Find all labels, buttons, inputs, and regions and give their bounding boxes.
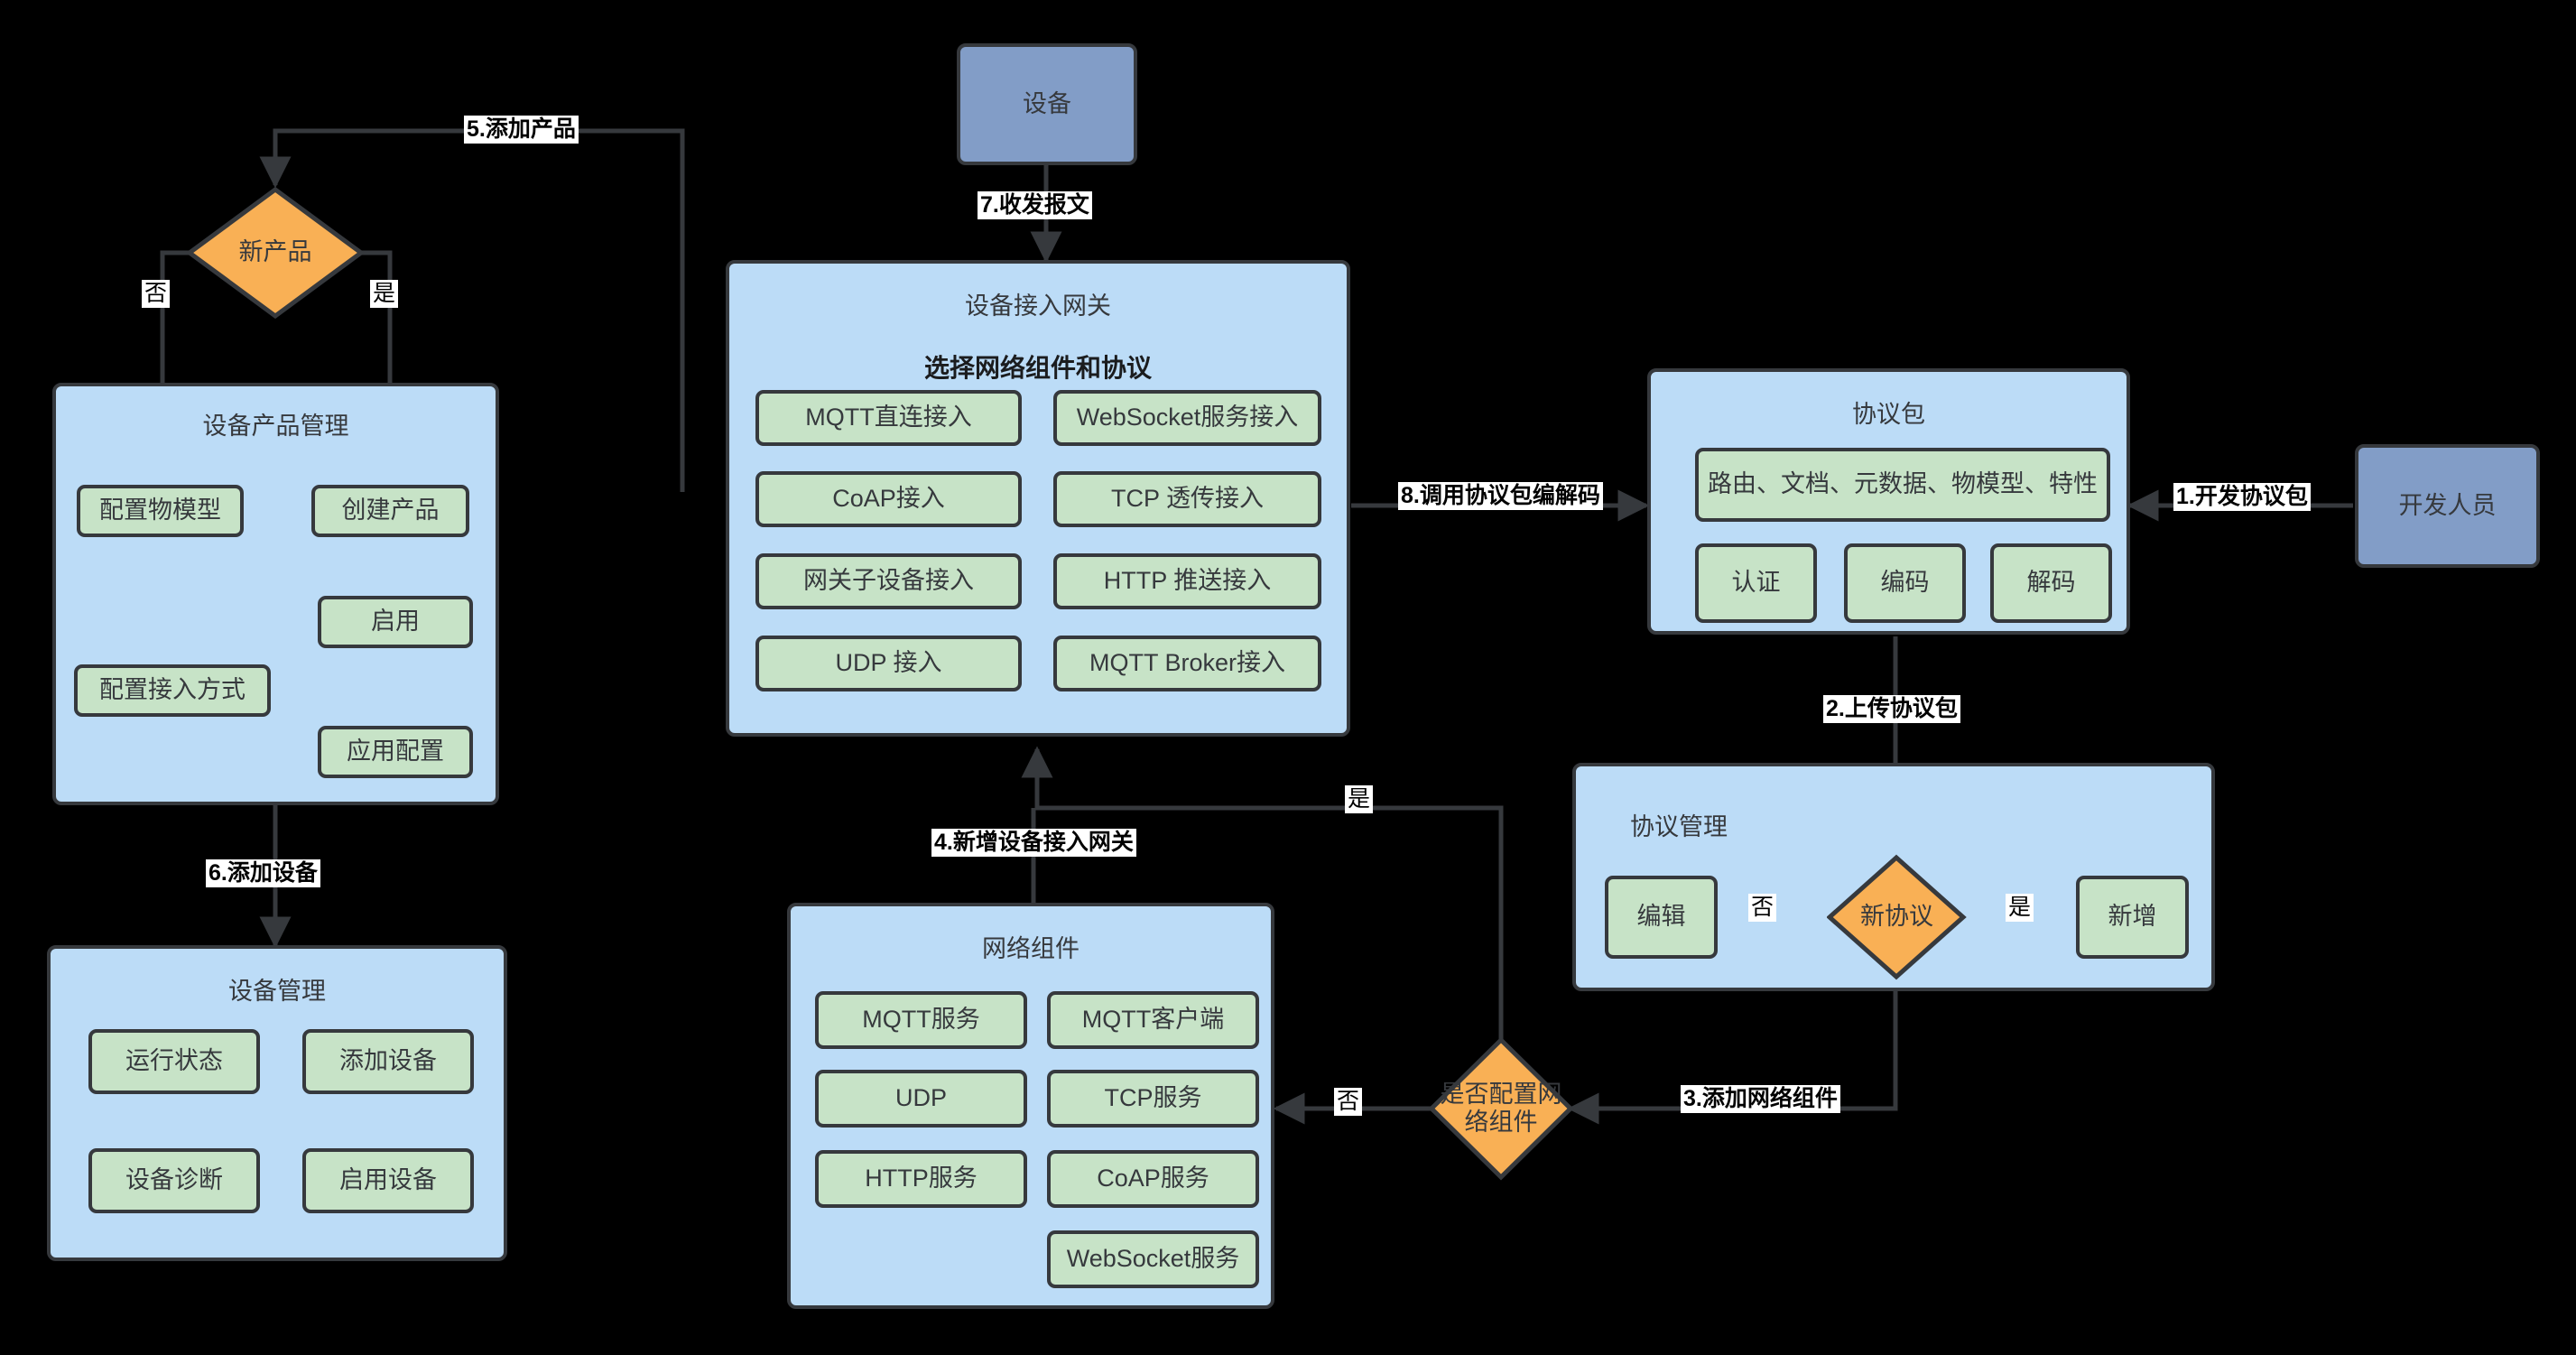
node-run-status-label: 运行状态 xyxy=(125,1047,223,1075)
node-mqtt-direct-label: MQTT直连接入 xyxy=(805,404,972,432)
decision-line-1: 是否配置网 xyxy=(1440,1080,1562,1108)
actor-developer[interactable]: 开发人员 xyxy=(2355,444,2540,568)
edge-label-step4: 4.新增设备接入网关 xyxy=(931,829,1136,857)
edge-label-no-protocol: 否 xyxy=(1748,894,1777,922)
edge-label-step3: 3.添加网络组件 xyxy=(1681,1085,1840,1113)
node-udp-label: UDP xyxy=(894,1084,947,1112)
edge-label-yes-protocol: 是 xyxy=(2006,894,2034,922)
diamond-shape xyxy=(185,186,366,320)
node-config-thing-model[interactable]: 配置物模型 xyxy=(77,485,244,537)
node-enable-device[interactable]: 启用设备 xyxy=(302,1148,474,1213)
edge-label-step7: 7.收发报文 xyxy=(978,191,1092,219)
edge-label-step1: 1.开发协议包 xyxy=(2173,483,2311,511)
node-mqtt-service-label: MQTT服务 xyxy=(862,1006,980,1034)
node-apply-config[interactable]: 应用配置 xyxy=(318,726,473,778)
decision-config-network-components[interactable]: 是否配置网 络组件 xyxy=(1428,1036,1574,1181)
diamond-shape xyxy=(1428,1036,1574,1181)
decision-config-network-components-label: 是否配置网 络组件 xyxy=(1441,1081,1562,1137)
node-config-access-mode[interactable]: 配置接入方式 xyxy=(74,664,271,717)
decision-new-protocol[interactable]: 新协议 xyxy=(1827,854,1967,980)
node-websocket-access-label: WebSocket服务接入 xyxy=(1076,404,1299,432)
node-websocket-service-label: WebSocket服务 xyxy=(1066,1245,1240,1273)
node-tcp-passthrough-label: TCP 透传接入 xyxy=(1110,485,1264,513)
node-enable-label: 启用 xyxy=(371,608,420,636)
edge-label-step2: 2.上传协议包 xyxy=(1823,695,1960,723)
node-edit[interactable]: 编辑 xyxy=(1605,876,1718,959)
edge-label-step6: 6.添加设备 xyxy=(206,859,320,887)
node-decode[interactable]: 解码 xyxy=(1990,543,2112,623)
node-http-push-label: HTTP 推送接入 xyxy=(1103,567,1272,595)
node-auth-label: 认证 xyxy=(1731,569,1781,597)
node-websocket-service[interactable]: WebSocket服务 xyxy=(1047,1230,1259,1288)
node-add-device-label: 添加设备 xyxy=(339,1047,437,1075)
node-udp-access-label: UDP 接入 xyxy=(835,649,942,677)
node-tcp-service-label: TCP服务 xyxy=(1104,1084,1202,1112)
node-gateway-subdevice[interactable]: 网关子设备接入 xyxy=(755,553,1022,609)
node-coap-service-label: CoAP服务 xyxy=(1097,1165,1209,1193)
node-enable[interactable]: 启用 xyxy=(318,596,473,648)
node-http-service-label: HTTP服务 xyxy=(865,1165,978,1193)
node-mqtt-broker-label: MQTT Broker接入 xyxy=(1089,649,1285,677)
node-routing-docs[interactable]: 路由、文档、元数据、物模型、特性 xyxy=(1695,448,2110,522)
group-device-management-title: 设备管理 xyxy=(228,978,326,1005)
edge-label-step5: 5.添加产品 xyxy=(464,116,579,144)
node-websocket-access[interactable]: WebSocket服务接入 xyxy=(1053,390,1321,446)
edge-label-yes-netcomp: 是 xyxy=(1345,785,1374,813)
node-enable-device-label: 启用设备 xyxy=(339,1166,437,1194)
node-auth[interactable]: 认证 xyxy=(1695,543,1817,623)
decision-line-2: 络组件 xyxy=(1464,1109,1538,1136)
group-device-access-gateway-title: 设备接入网关 xyxy=(965,292,1111,320)
actor-device[interactable]: 设备 xyxy=(957,43,1137,165)
node-gateway-subdevice-label: 网关子设备接入 xyxy=(803,567,974,595)
node-apply-config-label: 应用配置 xyxy=(347,738,444,766)
group-protocol-package-title: 协议包 xyxy=(1852,401,1925,428)
node-http-service[interactable]: HTTP服务 xyxy=(815,1150,1027,1208)
edge-label-yes-product: 是 xyxy=(370,280,399,308)
node-coap-access[interactable]: CoAP接入 xyxy=(755,471,1022,527)
node-tcp-service[interactable]: TCP服务 xyxy=(1047,1070,1259,1128)
edge-label-no-product: 否 xyxy=(142,280,171,308)
node-encode-label: 编码 xyxy=(1880,569,1930,597)
node-edit-label: 编辑 xyxy=(1636,903,1686,931)
node-udp-access[interactable]: UDP 接入 xyxy=(755,636,1022,691)
group-network-components-title: 网络组件 xyxy=(982,935,1080,962)
node-mqtt-broker[interactable]: MQTT Broker接入 xyxy=(1053,636,1321,691)
node-add-new-label: 新增 xyxy=(2108,903,2157,931)
node-http-push[interactable]: HTTP 推送接入 xyxy=(1053,553,1321,609)
node-coap-service[interactable]: CoAP服务 xyxy=(1047,1150,1259,1208)
node-add-device[interactable]: 添加设备 xyxy=(302,1029,474,1094)
node-udp[interactable]: UDP xyxy=(815,1070,1027,1128)
node-tcp-passthrough[interactable]: TCP 透传接入 xyxy=(1053,471,1321,527)
node-device-diagnosis[interactable]: 设备诊断 xyxy=(88,1148,260,1213)
diamond-shape xyxy=(1827,854,1967,980)
group-device-management: 设备管理 xyxy=(47,945,507,1261)
node-device-diagnosis-label: 设备诊断 xyxy=(125,1166,223,1194)
node-add-new[interactable]: 新增 xyxy=(2076,876,2189,959)
group-device-access-gateway-subtitle: 选择网络组件和协议 xyxy=(923,354,1152,382)
node-mqtt-service[interactable]: MQTT服务 xyxy=(815,991,1027,1049)
node-config-access-mode-label: 配置接入方式 xyxy=(99,676,246,704)
group-protocol-management-title: 协议管理 xyxy=(1630,813,1728,840)
node-create-product[interactable]: 创建产品 xyxy=(311,485,469,537)
actor-developer-label: 开发人员 xyxy=(2398,491,2497,519)
decision-new-product-label: 新产品 xyxy=(238,238,312,266)
decision-new-protocol-label: 新协议 xyxy=(1860,903,1933,931)
edge-label-step8: 8.调用协议包编解码 xyxy=(1398,482,1603,510)
node-mqtt-direct[interactable]: MQTT直连接入 xyxy=(755,390,1022,446)
actor-device-label: 设备 xyxy=(1023,89,1071,117)
node-mqtt-client[interactable]: MQTT客户端 xyxy=(1047,991,1259,1049)
node-config-thing-model-label: 配置物模型 xyxy=(99,497,221,524)
decision-new-product[interactable]: 新产品 xyxy=(185,185,366,320)
node-coap-access-label: CoAP接入 xyxy=(832,485,945,513)
node-mqtt-client-label: MQTT客户端 xyxy=(1081,1006,1225,1034)
edge-label-no-netcomp: 否 xyxy=(1334,1088,1363,1116)
node-routing-docs-label: 路由、文档、元数据、物模型、特性 xyxy=(1708,470,2098,498)
node-encode[interactable]: 编码 xyxy=(1844,543,1966,623)
node-create-product-label: 创建产品 xyxy=(341,497,440,524)
group-device-product-management-title: 设备产品管理 xyxy=(202,413,349,440)
node-decode-label: 解码 xyxy=(2026,569,2076,597)
node-run-status[interactable]: 运行状态 xyxy=(88,1029,260,1094)
